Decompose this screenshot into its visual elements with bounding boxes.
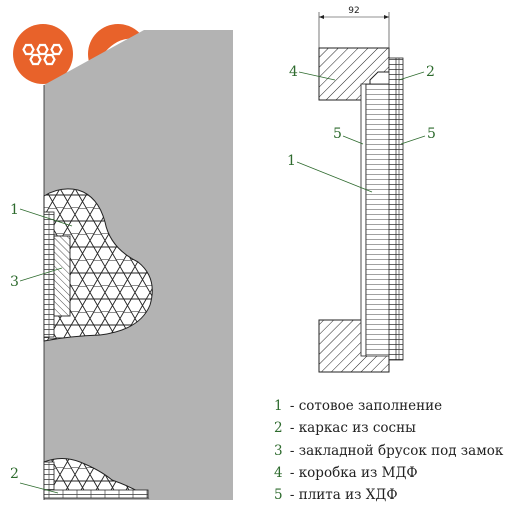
left-callout-1: 1 [10, 202, 73, 227]
width-dimension: 92 [318, 6, 390, 48]
section-callout-4: 4 [289, 64, 336, 81]
legend-item: 5 - плита из ХДФ [274, 484, 503, 506]
svg-text:1: 1 [10, 202, 19, 218]
legend-text: - плита из ХДФ [285, 487, 398, 504]
legend-number: 1 [274, 398, 283, 414]
door-elevation [43, 30, 233, 500]
svg-text:4: 4 [289, 64, 298, 80]
svg-text:1: 1 [287, 153, 296, 169]
svg-text:92: 92 [348, 6, 359, 16]
svg-text:3: 3 [10, 274, 19, 290]
door-cross-section: 92 [318, 6, 404, 373]
section-callout-5-right: 5 [400, 126, 436, 145]
legend-item: 1 - сотовое заполнение [274, 395, 503, 417]
section-callout-1: 1 [287, 153, 373, 193]
honeycomb-badge [13, 24, 73, 84]
hdf-sheet-left [360, 83, 367, 357]
left-callout-2: 2 [10, 466, 59, 494]
svg-text:5: 5 [333, 126, 342, 142]
legend-text: - каркас из сосны [285, 420, 416, 437]
svg-text:5: 5 [427, 126, 436, 142]
legend-number: 5 [274, 487, 283, 504]
left-callout-3: 3 [10, 267, 63, 290]
section-callout-5-left: 5 [333, 126, 364, 145]
legend-item: 2 - каркас из сосны [274, 417, 503, 439]
svg-text:2: 2 [426, 64, 435, 80]
legend-text: - сотовое заполнение [285, 398, 443, 414]
legend-number: 4 [274, 464, 283, 481]
legend-text: - закладной брусок под замок [285, 442, 504, 459]
honeycomb-icon [22, 43, 63, 66]
legend-number: 3 [274, 442, 283, 459]
legend-number: 2 [274, 420, 283, 437]
svg-text:2: 2 [10, 466, 19, 482]
legend-text: - коробка из МДФ [285, 464, 418, 481]
legend-item: 4 - коробка из МДФ [274, 462, 503, 484]
section-callout-2: 2 [398, 64, 435, 81]
legend: 1 - сотовое заполнение 2 - каркас из сос… [274, 395, 503, 506]
legend-item: 3 - закладной брусок под замок [274, 440, 503, 462]
